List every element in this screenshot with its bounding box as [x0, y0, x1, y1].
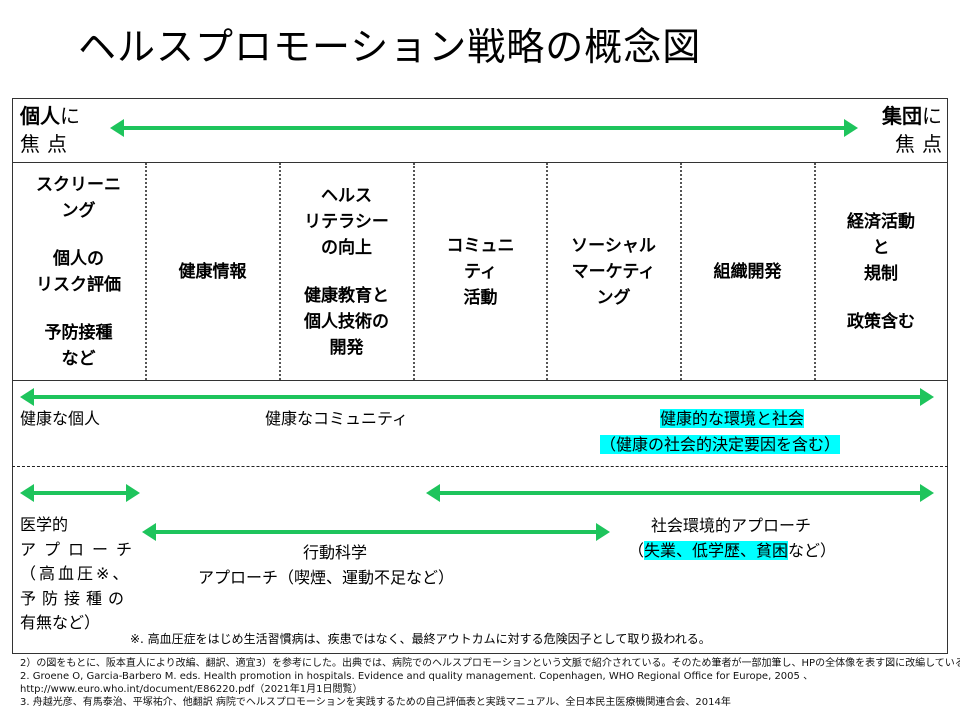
strategy-text: 健康情報 [178, 261, 247, 282]
strategy-column: 経済活動と規制政策含む [815, 163, 947, 380]
strategy-text: 健康教育と [304, 285, 389, 306]
strategy-text: ティ [464, 261, 497, 282]
strategy-text: 規制 [864, 263, 898, 284]
column-divider [145, 163, 147, 380]
strategy-column: ソーシャルマーケティング [547, 163, 680, 380]
footnote: 2）の図をもとに、阪本直人により改編、翻訳、適宜3）を参考にした。出典では、病院… [20, 658, 960, 669]
diagram-frame [12, 98, 948, 654]
group-focus-label: 集団に 焦点 [882, 104, 949, 156]
strategy-column: コミュニティ活動 [414, 163, 547, 380]
column-divider [413, 163, 415, 380]
strategy-text: 活動 [463, 287, 498, 308]
strategy-text: 個人技術の [304, 311, 389, 332]
strategy-text: マーケティ [571, 261, 656, 282]
strategy-text: スクリーニ [36, 174, 121, 195]
outcome-environment-note: （健康の社会的決定要因を含む） [600, 435, 841, 454]
strategy-text: ング [61, 200, 96, 221]
strategy-text: コミュニ [446, 235, 515, 256]
strategy-column: ヘルスリテラシーの向上健康教育と個人技術の開発 [280, 163, 413, 380]
footnote: http://www.euro.who.int/document/E86220.… [20, 684, 363, 695]
strategy-text: リテラシー [304, 211, 389, 232]
footnote: 2. Groene O, Garcia-Barbero M. eds. Heal… [20, 671, 814, 682]
strategy-text: など [61, 348, 96, 369]
divider-strategies [12, 380, 948, 381]
strategy-text: の向上 [321, 237, 372, 258]
divider-focus [12, 162, 948, 163]
outcome-community: 健康なコミュニティ [265, 409, 409, 428]
behavioral-approach-title: 行動科学 [303, 543, 368, 562]
strategy-text: 個人の [53, 248, 104, 269]
strategy-text: ヘルス [321, 185, 372, 206]
page-title: ヘルスプロモーション戦略の概念図 [78, 25, 702, 69]
strategy-text: ング [596, 287, 631, 308]
strategy-text: 開発 [329, 337, 364, 358]
behavioral-approach-examples: アプローチ（喫煙、運動不足など） [198, 568, 455, 587]
strategy-text: 組織開発 [713, 261, 782, 282]
strategy-text: と [872, 237, 890, 258]
individual-focus-label: 個人に 焦点 [20, 104, 80, 156]
strategy-text: リスク評価 [36, 274, 121, 295]
medical-approach: 医学的 アプローチ （高血圧※、 予防接種の 有無など） [20, 515, 141, 632]
column-divider [279, 163, 281, 380]
footnote: 3. 舟越光彦、有馬泰治、平塚祐介、他翻訳 病院でヘルスプロモーションを実践する… [20, 697, 731, 708]
divider-outcomes [12, 466, 948, 467]
column-divider [680, 163, 682, 380]
strategy-column: 健康情報 [146, 163, 279, 380]
column-divider [814, 163, 816, 380]
hypertension-note: ※. 高血圧症をはじめ生活習慣病は、疾患ではなく、最終アウトカムに対する危険因子… [130, 632, 711, 646]
social-approach-title: 社会環境的アプローチ [651, 516, 812, 535]
strategy-column: 組織開発 [681, 163, 814, 380]
strategy-text: 政策含む [847, 311, 915, 332]
strategy-column: スクリーニング個人のリスク評価予防接種など [12, 163, 145, 380]
strategy-text: ソーシャル [571, 235, 656, 256]
column-divider [546, 163, 548, 380]
outcome-environment: 健康的な環境と社会 [660, 409, 805, 428]
strategy-text: 予防接種 [44, 322, 113, 343]
social-approach-examples: （失業、低学歴、貧困など） [628, 541, 837, 560]
outcome-individual: 健康な個人 [20, 409, 101, 428]
strategy-text: 経済活動 [847, 211, 915, 232]
